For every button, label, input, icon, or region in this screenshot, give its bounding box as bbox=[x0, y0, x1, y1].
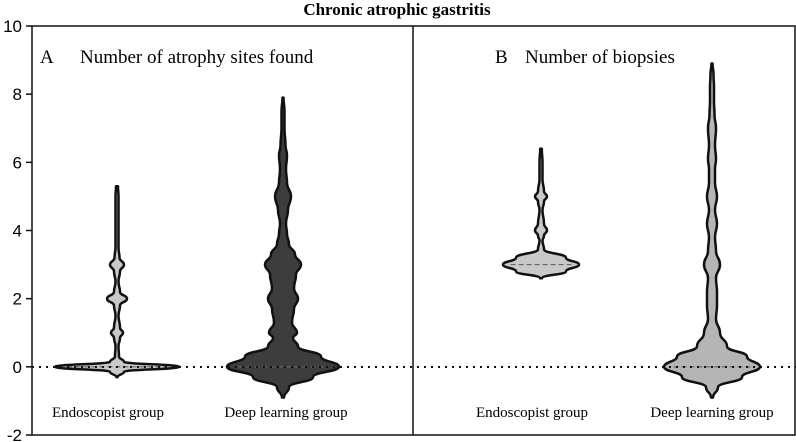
y-tick-label: 4 bbox=[13, 222, 22, 241]
y-tick-label: 6 bbox=[13, 153, 22, 172]
y-tick-label: 0 bbox=[13, 358, 22, 377]
panel-a-title: Number of atrophy sites found bbox=[80, 47, 314, 68]
panel-a: A Number of atrophy sites found Endoscop… bbox=[40, 47, 348, 421]
panel-b: B Number of biopsies Endoscopist group D… bbox=[476, 47, 774, 421]
panel-b-letter: B bbox=[495, 47, 508, 68]
panel-a-group-label-endoscopist: Endoscopist group bbox=[52, 405, 164, 421]
y-axis: -2 0 2 4 6 8 10 bbox=[3, 17, 32, 442]
violin-endoscopist bbox=[53, 184, 181, 379]
violin-deep-learning bbox=[225, 96, 341, 399]
panel-a-violins bbox=[53, 96, 341, 399]
violin-endoscopist bbox=[501, 147, 581, 280]
violin-deep-learning bbox=[662, 62, 762, 399]
y-tick-label: 8 bbox=[13, 85, 22, 104]
panel-b-title: Number of biopsies bbox=[525, 47, 675, 68]
y-tick-label: 10 bbox=[3, 17, 22, 36]
panel-b-violins bbox=[501, 62, 762, 399]
panel-b-group-label-endoscopist: Endoscopist group bbox=[476, 405, 588, 421]
panel-a-letter: A bbox=[40, 47, 54, 68]
y-tick-label: -2 bbox=[7, 426, 22, 442]
y-tick-label: 2 bbox=[13, 290, 22, 309]
panel-b-group-label-deep-learning: Deep learning group bbox=[650, 405, 773, 421]
chart-title: Chronic atrophic gastritis bbox=[303, 0, 491, 19]
panel-a-group-label-deep-learning: Deep learning group bbox=[224, 405, 347, 421]
